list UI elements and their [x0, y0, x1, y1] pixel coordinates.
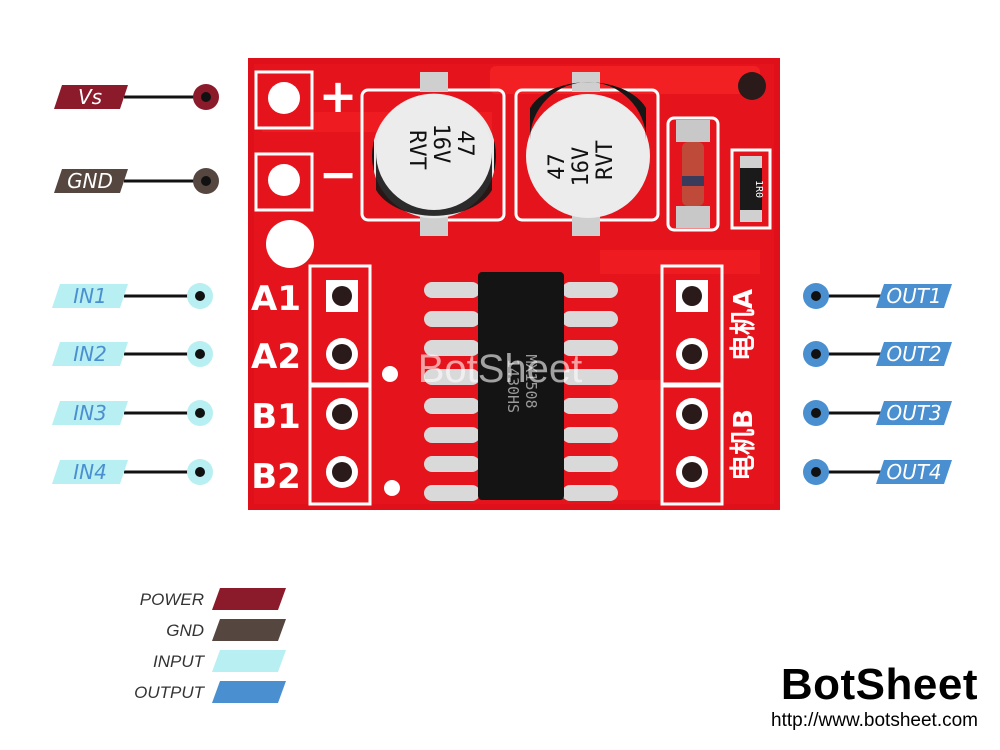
chip-pin [562, 427, 618, 443]
vs-pad [268, 82, 300, 114]
minus-sign: − [319, 147, 358, 201]
legend-swatch [212, 588, 286, 610]
legend-swatch [212, 650, 286, 672]
chip-pin [562, 398, 618, 414]
input-header-a [308, 264, 372, 386]
board-label-b2: B2 [251, 457, 301, 497]
output-tag [876, 401, 952, 425]
output-tag [876, 284, 952, 308]
input-tag [52, 342, 128, 366]
output-label-3: OUT3 [886, 401, 941, 425]
svg-text:47 16V RVT: 47 16V RVT [545, 134, 618, 187]
legend-swatch [212, 619, 286, 641]
output-header-b [660, 384, 724, 506]
brand-url: http://www.botsheet.com [771, 710, 978, 731]
gnd-pad [268, 164, 300, 196]
cap2-brand: RVT [593, 140, 618, 180]
resistor-code: 1R0 [753, 180, 764, 198]
motor-a-label: 电机A [729, 289, 759, 361]
output-tag [876, 460, 952, 484]
legend-label: GND [166, 621, 204, 640]
via-hole [738, 72, 766, 100]
cap2-voltage: 16V [569, 147, 594, 187]
chip-marking-2: 1430HS [504, 359, 522, 413]
chip-pin [562, 456, 618, 472]
cap2-value: 47 [545, 153, 570, 180]
input-pads [326, 280, 358, 488]
output-pads [676, 280, 708, 488]
input-label-4: IN4 [73, 460, 107, 484]
gnd-label: GND [67, 169, 113, 193]
resistor: 1R0 [730, 148, 772, 230]
chip-pin [424, 398, 480, 414]
capacitor-2: 47 16V RVT [514, 72, 660, 236]
vs-pad-frame [254, 70, 314, 130]
svg-text:MX1508 1430HS: MX1508 1430HS [504, 354, 540, 417]
chip-pin [424, 340, 480, 356]
output-label-4: OUT4 [886, 460, 941, 484]
input-tag [52, 460, 128, 484]
chip-pin [562, 311, 618, 327]
board-label-a1: A1 [251, 279, 301, 319]
pcb-board: + − A1 A2 B1 B2 [248, 58, 780, 510]
legend-label: OUTPUT [134, 683, 206, 702]
board-label-b1: B1 [251, 397, 301, 437]
chip-pin [424, 369, 480, 385]
cap1-brand: RVT [404, 130, 429, 170]
chip-marking-1: MX1508 [522, 354, 540, 408]
input-tag [52, 284, 128, 308]
output-label-2: OUT2 [886, 342, 941, 366]
chip-pin [562, 485, 618, 501]
brand-name: BotSheet [780, 660, 978, 709]
chip-body [478, 272, 564, 500]
chip-pin [562, 340, 618, 356]
gnd-tag [54, 169, 128, 193]
power-labels: Vs GND [54, 84, 219, 194]
input-header-b [308, 384, 372, 506]
input-label-1: IN1 [73, 284, 107, 308]
capacitor-1: 47 16V RVT [360, 72, 506, 236]
board-label-a2: A2 [251, 337, 301, 377]
chip-pin [424, 282, 480, 298]
driver-chip: MX1508 1430HS [424, 272, 618, 501]
mounting-hole [266, 220, 314, 268]
input-label-2: IN2 [73, 342, 107, 366]
watermark: BotSheet [418, 347, 583, 391]
chip-pin [424, 485, 480, 501]
vs-tag [54, 85, 128, 109]
output-header-a [660, 264, 724, 386]
plus-sign: + [319, 69, 358, 123]
diode [666, 116, 720, 232]
legend-swatch [212, 681, 286, 703]
chip-pin [424, 311, 480, 327]
legend-label: INPUT [153, 652, 206, 671]
output-label-1: OUT1 [886, 284, 941, 308]
vs-label: Vs [78, 85, 102, 109]
legend: POWER GND INPUT OUTPUT [134, 588, 286, 703]
chip-pin [562, 282, 618, 298]
svg-text:47 16V RVT: 47 16V RVT [404, 124, 477, 177]
input-label-3: IN3 [73, 401, 107, 425]
chip-pin [424, 427, 480, 443]
chip-pin [562, 369, 618, 385]
legend-label: POWER [140, 590, 204, 609]
input-tag [52, 401, 128, 425]
chip-pin [424, 456, 480, 472]
output-tag [876, 342, 952, 366]
cap1-value: 47 [452, 130, 477, 157]
motor-b-label: 电机B [729, 409, 759, 481]
cap1-voltage: 16V [428, 124, 453, 164]
